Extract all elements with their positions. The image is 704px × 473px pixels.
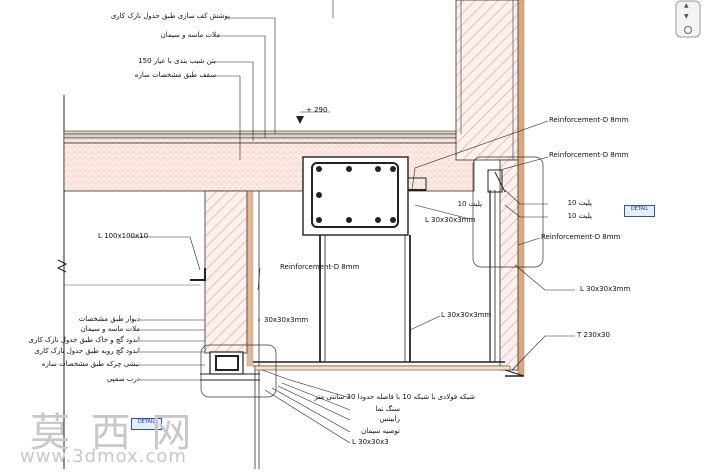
label-slab: سقف طبق مشخصات سازه: [134, 71, 216, 79]
label-plaster-1: اندود گچ و خاک طبق جدول نازک کاری: [28, 336, 140, 344]
break-mark: [56, 259, 68, 273]
upper-wall: [455, 0, 519, 161]
mortar-layer: [63, 133, 465, 139]
label-plate-1: پلیت 10: [567, 199, 592, 207]
angle-100: [190, 268, 206, 281]
label-wall: دیوار طبق مشخصات: [78, 315, 140, 323]
nav-down-icon[interactable]: ▼: [684, 13, 689, 20]
label-plate-3: پلیت 10: [457, 200, 482, 208]
view-nav-widget[interactable]: ▲ ▼: [675, 0, 701, 38]
label-lintel: نبشی چرکه طبق مشخصات سازه: [41, 360, 140, 368]
label-spacer: رابیتس: [379, 415, 400, 423]
label-angle-30-d: 30x30x3mm: [264, 316, 309, 324]
label-reinforcement-3: Reinforcement-D 8mm: [541, 233, 621, 241]
label-angle-30-c: L 30x30x3mm: [441, 311, 492, 319]
wood-cladding: [517, 0, 525, 377]
label-sand-cement: ملات ماسه و سیمان: [160, 31, 220, 39]
label-angle-30-b: L 30x30x3mm: [580, 285, 631, 293]
callout-right: [472, 156, 544, 268]
label-tee: T 230x30: [577, 331, 610, 339]
label-grating: شبکه فولادی با شبکه 10 با فاصله حدودا 30…: [314, 393, 475, 401]
beam-stirrup: [311, 162, 399, 228]
left-column: [204, 190, 248, 354]
label-reinforcement-2: Reinforcement-D 8mm: [549, 151, 629, 159]
light-concrete: [63, 137, 465, 144]
detail-tag-2[interactable]: DETAIL: [131, 418, 162, 430]
label-reinforcement-4: Reinforcement-D 8mm: [280, 263, 360, 271]
floor-finish: [63, 130, 465, 135]
label-plaster-2: اندود گچ رویه طبق جدول نازک کاری: [34, 347, 140, 355]
label-angle-100: L 100x100x10: [98, 232, 149, 240]
label-reinforcement-1: Reinforcement-D 8mm: [549, 116, 629, 124]
column-cladding: [246, 190, 254, 367]
label-light-concrete: بتن شیب بندی با عیار 150: [138, 57, 216, 65]
detail-tag-1[interactable]: DETAIL: [624, 205, 655, 217]
label-elevation: + 290: [306, 106, 328, 114]
concrete-slab: [63, 142, 475, 192]
label-sand-cement-2: ملات ماسه و سیمان: [80, 325, 140, 333]
elevation-marker: [296, 116, 304, 124]
watermark-cn: 莫 西 网: [30, 410, 196, 456]
leader-lines: [130, 17, 575, 444]
callout-left: [200, 344, 277, 398]
label-mortar: توصیه سیمان: [361, 427, 400, 435]
ceiling-board: [254, 365, 511, 371]
label-plate-2: پلیت 10: [567, 212, 592, 220]
label-door: درب سمپی: [106, 375, 140, 383]
watermark-url: www.3dmox.com: [20, 446, 187, 467]
label-stone: سنگ نما: [375, 405, 400, 413]
label-floor-finish: پوشش کف سازی طبق جدول نازک کاری: [110, 12, 230, 20]
label-angle-30-a: L 30x30x3mm: [425, 216, 476, 224]
nav-up-icon[interactable]: ▲: [684, 2, 689, 9]
label-angle-30-e: L 30x30x3: [352, 438, 389, 446]
